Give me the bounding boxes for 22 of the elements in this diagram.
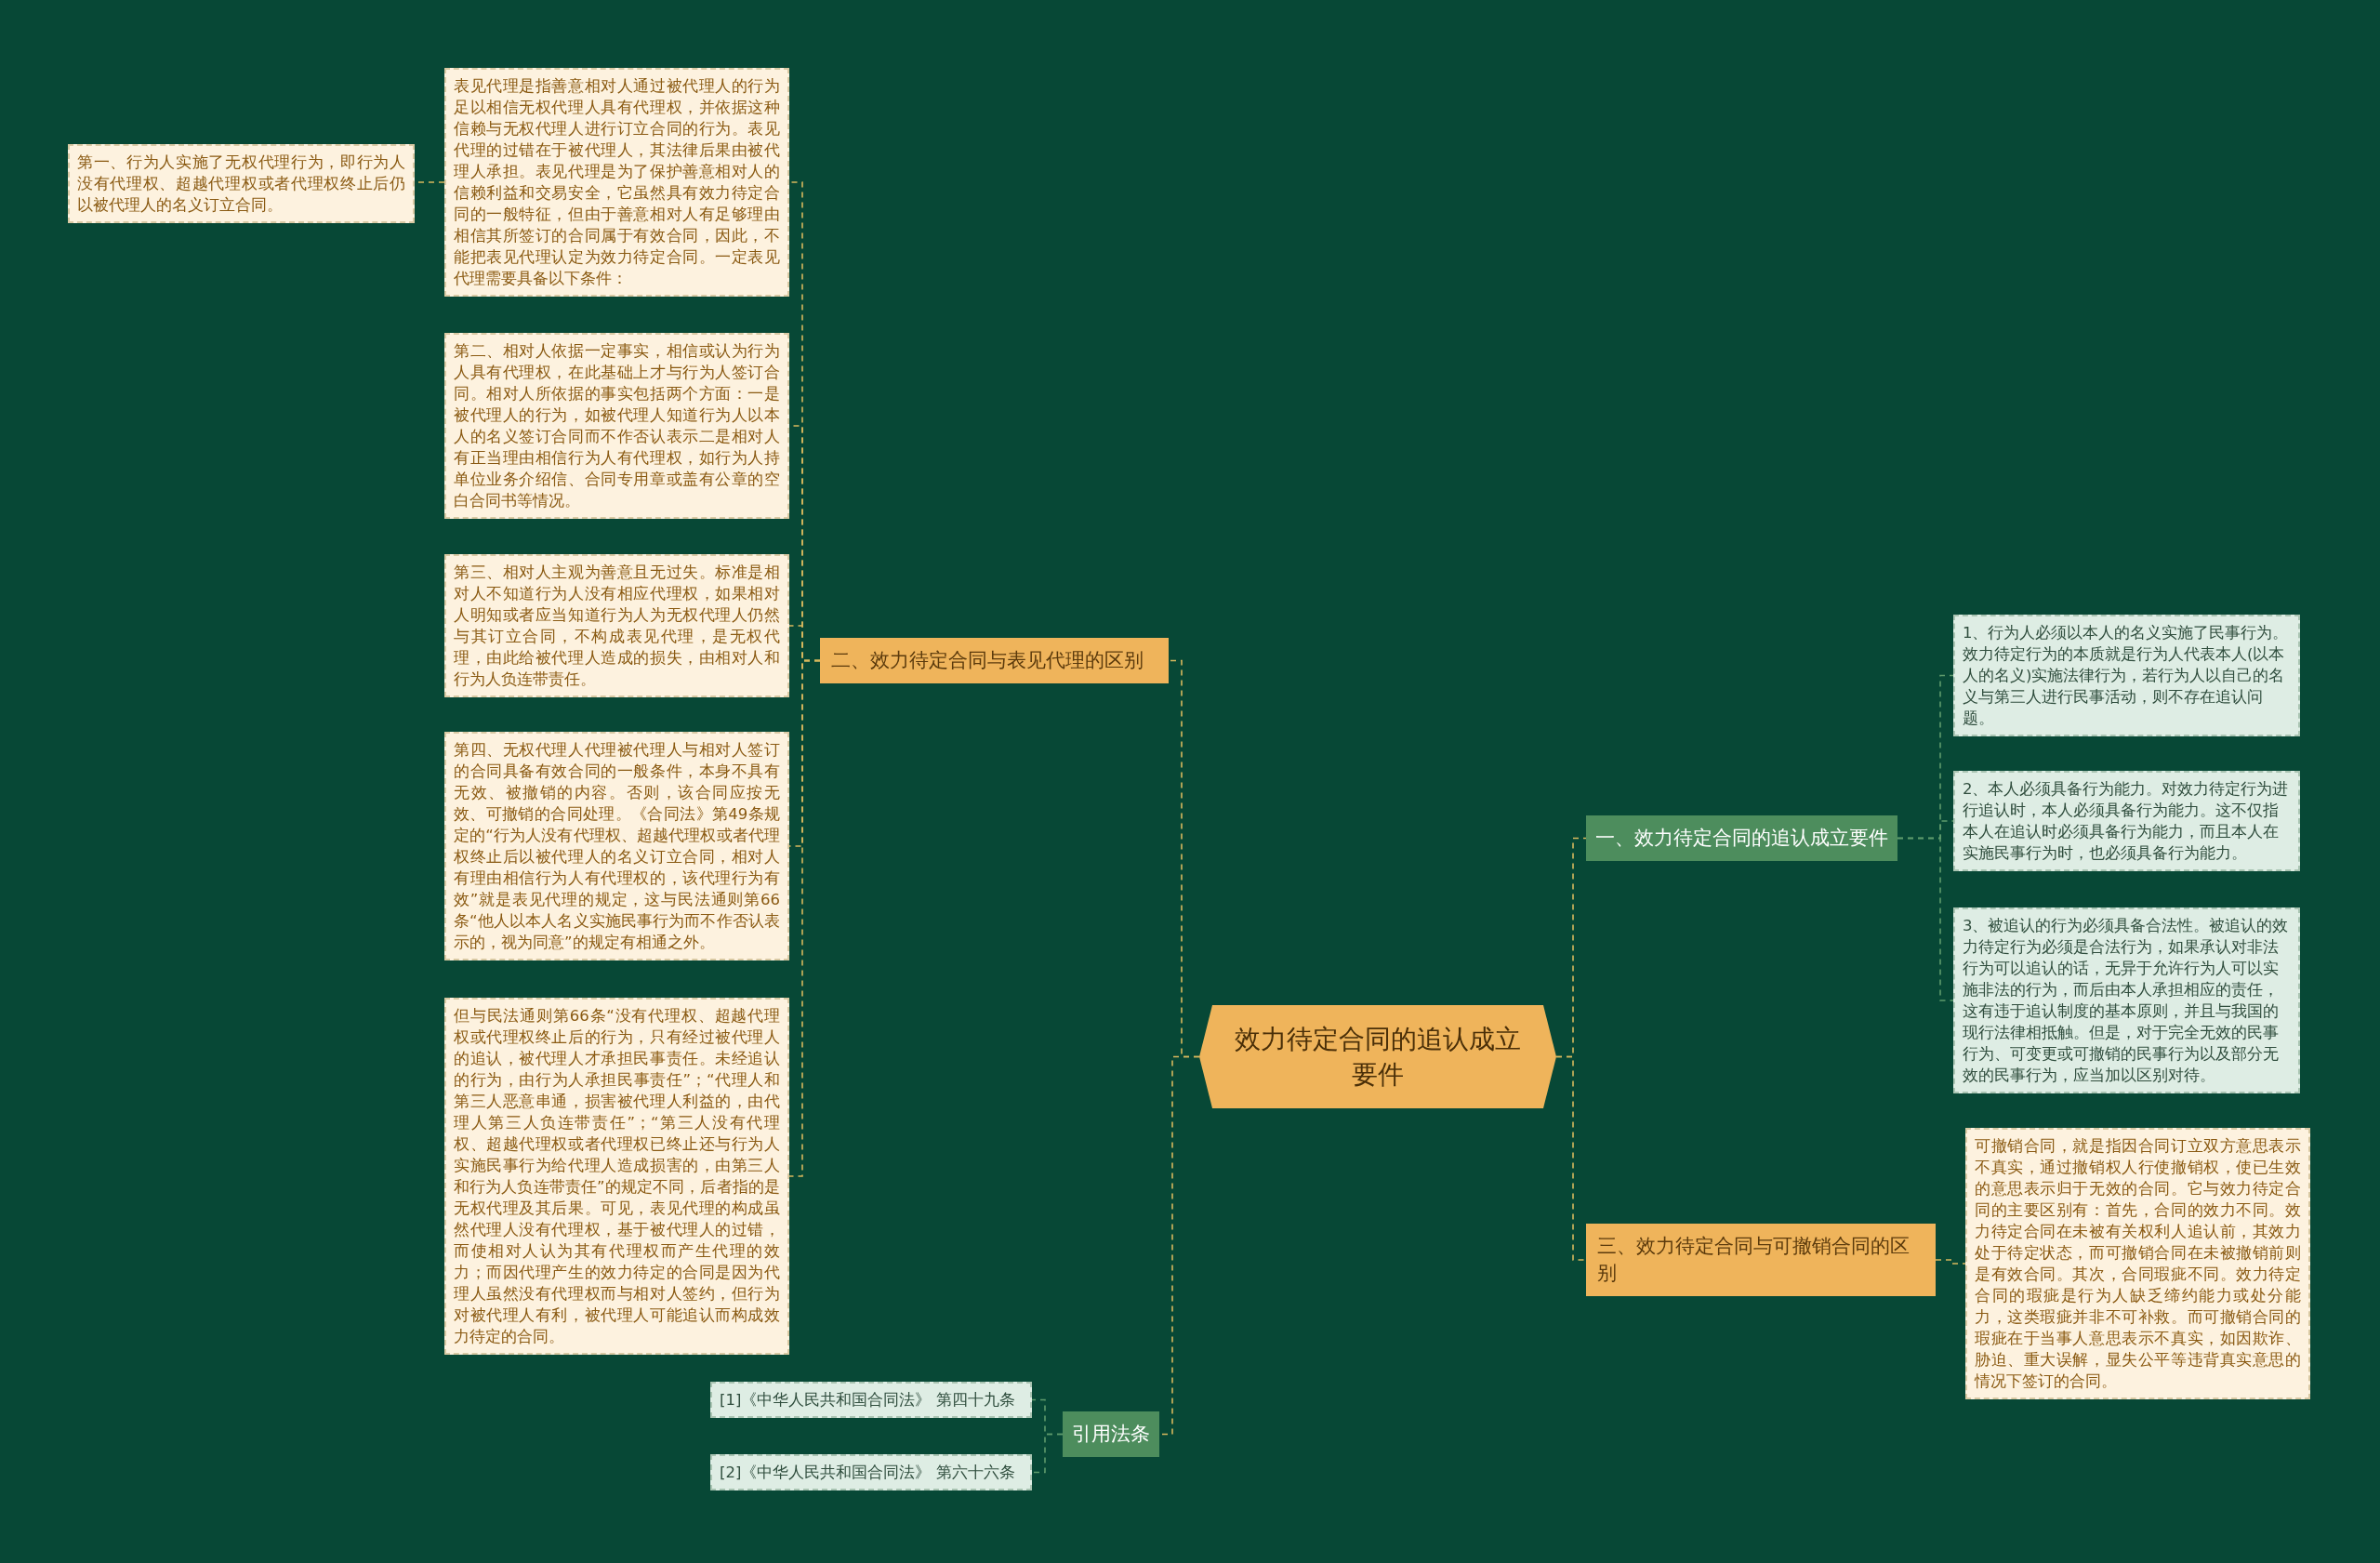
connector	[1555, 1055, 1587, 1261]
note-box: 第二、相对人依据一定事实，相信或认为行为人具有代理权，在此基础上才与行为人签订合同。相对人所依据的事实包括两个方面：一是被代理人的行为，如被代理人知道行为人以本人的名义签订合同而不作否认表示二是相对人有正当理由相信行为人有代理权，如行为人持单位业务介绍信、合同专用章或盖有公章的空白合同书等情况。	[444, 333, 789, 519]
topic-box: 三、效力待定合同与可撤销合同的区别	[1586, 1224, 1936, 1296]
note-box: [1]《中华人民共和国合同法》 第四十九条	[710, 1382, 1032, 1418]
note-box: 3、被追认的行为必须具备合法性。被追认的效力待定行为必须是合法行为，如果承认对非法行为可以追认的话，无异于允许行为人可以实施非法的行为，而后由本人承担相应的责任，这有违于追认制度的基本原则，并且与我国的现行法律相抵触。但是，对于完全无效的民事行为、可变更或可撤销的民事行为以及部分无效的民事行为，应当加以区别对待。	[1953, 907, 2300, 1093]
topic-box: 二、效力待定合同与表见代理的区别	[820, 638, 1169, 683]
note-box: 表见代理是指善意相对人通过被代理人的行为足以相信无权代理人具有代理权，并依据这种信赖与无权代理人进行订立合同的行为。表见代理的过错在于被代理人，其法律后果由被代理人承担。表见代理是为了保护善意相对人的信赖利益和交易安全，它虽然具有效力待定合同的一般特征，但由于善意相对人有足够理由相信其所签订的合同属于有效合同，因此，不能把表见代理认定为效力待定合同。一定表见代理需要具备以下条件：	[444, 68, 789, 297]
connector	[1031, 1433, 1064, 1474]
note-box: 第一、行为人实施了无权代理行为，即行为人没有代理权、超越代理权或者代理权终止后仍以被代理人的名义订立合同。	[68, 144, 415, 223]
connector	[788, 659, 821, 1177]
hexagon-node: 效力待定合同的追认成立要件	[1199, 1005, 1556, 1108]
note-box: 第四、无权代理人代理被代理人与相对人签订的合同具备有效合同的一般条件，本身不具有无效、被撤销的内容。否则，该合同应按无效、可撤销的合同处理。《合同法》第49条规定的“行为人没有代理权、超越代理权或者代理权终止后以被代理人的名义订立合同，相对人有理由相信行为人有代理权的，该代理行为有效”就是表见代理的规定，这与民法通则第66条“他人以本人名义实施民事行为而不作否认表示的，视为同意”的规定有相通之外。	[444, 732, 789, 960]
note-box: 第三、相对人主观为善意且无过失。标准是相对人不知道行为人没有相应代理权，如果相对人明知或者应当知道行为人为无权代理人仍然与其订立合同，不构成表见代理，是无权代理，由此给被代理人造成的损失，由相对人和行为人负连带责任。	[444, 554, 789, 697]
note-box: [2]《中华人民共和国合同法》 第六十六条	[710, 1454, 1032, 1490]
note-box: 可撤销合同，就是指因合同订立双方意思表示不真实，通过撤销权人行使撤销权，使已生效的意思表示归于无效的合同。它与效力待定合同的主要区别有：首先，合同的效力不同。效力待定合同在未被有关权利人追认前，其效力处于待定状态，而可撤销合同在未被撤销前则是有效合同。其次，合同瑕疵不同。效力待定合同的瑕疵是行为人缺乏缔约能力或处分能力，这类瑕疵并非不可补救。而可撤销合同的瑕疵在于当事人意思表示不真实，如因欺诈、胁迫、重大误解，显失公平等违背真实意思的情况下签订的合同。	[1965, 1128, 2310, 1399]
topic-box: 一、效力待定合同的追认成立要件	[1586, 815, 1897, 861]
note-box: 但与民法通则第66条“没有代理权、超越代理权或代理权终止后的行为，只有经过被代理人的追认，被代理人才承担民事责任。未经追认的行为，由行为人承担民事责任”；“代理人和第三人恶意串通，损害被代理人利益的，由代理人第三人负连带责任”；“第三人没有代理权、超越代理权或者代理权已终止还与行为人实施民事行为给代理人造成损害的，由第三人和行为人负连带责任”的规定不同，后者指的是无权代理及其后果。可见，表见代理的构成虽然代理人没有代理权，基于被代理人的过错，而使相对人认为其有代理权而产生代理的效力；而因代理产生的效力待定的合同是因为代理人虽然没有代理权而与相对人签约，但行为对被代理人有利，被代理人可能追认而构成效力待定的合同。	[444, 998, 789, 1355]
topic-box: 引用法条	[1063, 1411, 1159, 1457]
note-box: 1、行为人必须以本人的名义实施了民事行为。效力待定行为的本质就是行为人代表本人(以本人的名义)实施法律行为，若行为人以自己的名义与第三人进行民事活动，则不存在追认问题。	[1953, 615, 2300, 736]
note-box: 2、本人必须具备行为能力。对效力待定行为进行追认时，本人必须具备行为能力。这不仅指本人在追认时必须具备行为能力，而且本人在实施民事行为时，也必须具备行为能力。	[1953, 771, 2300, 871]
connector	[1935, 1259, 1966, 1265]
connector	[1897, 837, 1954, 1001]
